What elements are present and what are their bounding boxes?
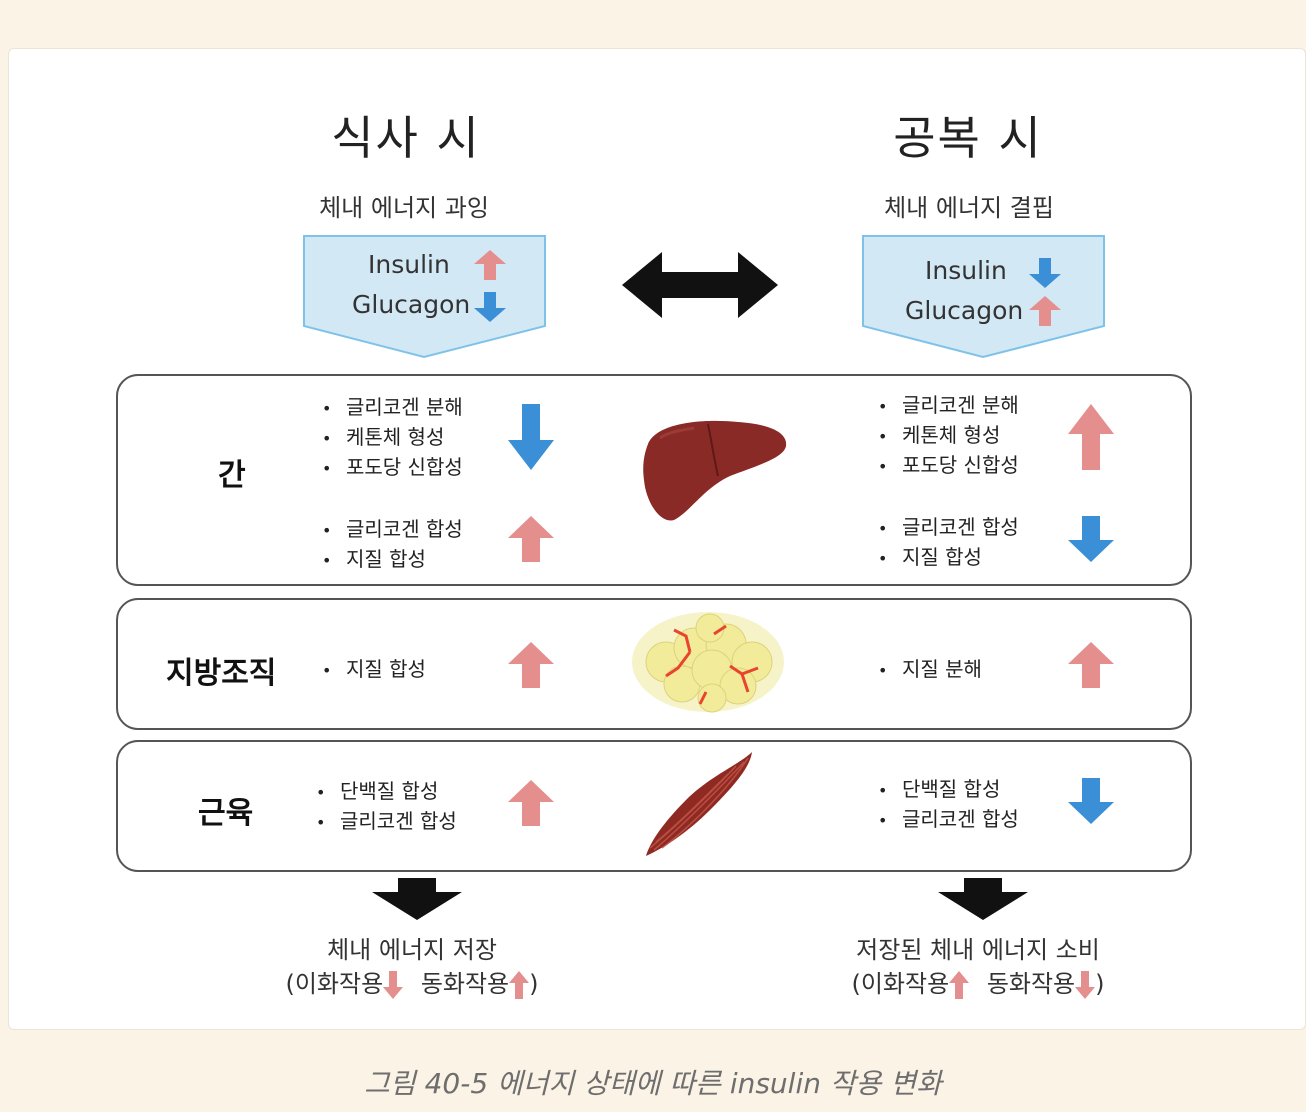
liver-fasting-list-1: 글리코겐 분해 케톤체 형성 포도당 신합성	[878, 390, 1019, 480]
adipose-fed-list: 지질 합성	[322, 654, 426, 684]
liver-fed-down-arrow-icon	[508, 404, 554, 470]
muscle-label: 근육	[198, 796, 254, 831]
fasting-state-title: 공복 시	[893, 111, 1043, 165]
list-item: 지질 합성	[878, 542, 1019, 572]
liver-label: 간	[218, 458, 246, 493]
list-item: 지질 합성	[322, 544, 463, 574]
fasting-result-arrow-icon	[938, 878, 1028, 920]
liver-fasting-up-arrow-icon	[1068, 404, 1114, 470]
liver-fasting-list-2: 글리코겐 합성 지질 합성	[878, 512, 1019, 572]
double-headed-arrow-icon	[622, 252, 778, 318]
fat-tissue-icon	[632, 612, 784, 713]
closing-paren: )	[529, 970, 539, 998]
liver-fed-list-1: 글리코겐 분해 케톤체 형성 포도당 신합성	[322, 392, 463, 482]
list-item: 포도당 신합성	[322, 452, 463, 482]
fasting-glucagon-label: Glucagon	[905, 296, 1024, 325]
anabolism-label: 동화작용	[420, 970, 510, 998]
fed-insulin-up-arrow-icon	[474, 250, 506, 280]
list-item: 글리코겐 분해	[322, 392, 463, 422]
adipose-fed-up-arrow-icon	[508, 642, 554, 688]
list-item: 글리코겐 합성	[316, 806, 457, 836]
catabolism-up-arrow-icon	[949, 971, 970, 999]
list-item: 지질 분해	[878, 654, 982, 684]
liver-fed-list-2: 글리코겐 합성 지질 합성	[322, 514, 463, 574]
fed-result-metabolism: (이화작용 동화작용)	[262, 964, 562, 999]
fasting-result-metabolism: (이화작용 동화작용)	[828, 964, 1128, 999]
list-item: 케톤체 형성	[878, 420, 1019, 450]
list-item: 글리코겐 합성	[322, 514, 463, 544]
list-item: 글리코겐 합성	[878, 512, 1019, 542]
fed-hormone-box: Insulin Glucagon	[302, 234, 548, 360]
adipose-fasting-up-arrow-icon	[1068, 642, 1114, 688]
liver-fasting-down-arrow-icon	[1068, 516, 1114, 562]
catabolism-down-arrow-icon	[383, 971, 404, 999]
muscle-icon	[646, 752, 752, 856]
list-item: 글리코겐 합성	[878, 804, 1019, 834]
muscle-fasting-down-arrow-icon	[1068, 778, 1114, 824]
muscle-fed-list: 단백질 합성 글리코겐 합성	[316, 776, 457, 836]
fed-state-subtitle: 체내 에너지 과잉	[319, 194, 489, 222]
muscle-fasting-list: 단백질 합성 글리코겐 합성	[878, 774, 1019, 834]
catabolism-label: (이화작용	[851, 970, 950, 998]
anabolism-down-arrow-icon	[1075, 971, 1096, 999]
anabolism-label: 동화작용	[986, 970, 1076, 998]
fed-result-arrow-icon	[372, 878, 462, 920]
fed-result-text: 체내 에너지 저장	[327, 936, 497, 964]
list-item: 단백질 합성	[878, 774, 1019, 804]
fasting-state-subtitle: 체내 에너지 결핍	[884, 194, 1054, 222]
list-item: 단백질 합성	[316, 776, 457, 806]
liver-fed-up-arrow-icon	[508, 516, 554, 562]
fasting-hormone-box: Insulin Glucagon	[861, 234, 1107, 360]
anabolism-up-arrow-icon	[509, 971, 530, 999]
list-item: 지질 합성	[322, 654, 426, 684]
liver-icon	[643, 420, 787, 521]
catabolism-label: (이화작용	[285, 970, 384, 998]
fasting-result-text: 저장된 체내 에너지 소비	[856, 936, 1100, 964]
list-item: 포도당 신합성	[878, 450, 1019, 480]
list-item: 케톤체 형성	[322, 422, 463, 452]
muscle-fed-up-arrow-icon	[508, 780, 554, 826]
figure-caption: 그림 40-5 에너지 상태에 따른 insulin 작용 변화	[364, 1067, 942, 1100]
fed-glucagon-label: Glucagon	[352, 290, 471, 319]
list-item: 글리코겐 분해	[878, 390, 1019, 420]
closing-paren: )	[1095, 970, 1105, 998]
fasting-insulin-down-arrow-icon	[1029, 258, 1061, 288]
adipose-fasting-list: 지질 분해	[878, 654, 982, 684]
fed-state-title: 식사 시	[331, 111, 481, 165]
fasting-glucagon-up-arrow-icon	[1029, 296, 1061, 326]
adipose-label: 지방조직	[166, 656, 277, 691]
fed-glucagon-down-arrow-icon	[474, 292, 506, 322]
fed-insulin-label: Insulin	[368, 250, 450, 279]
fasting-insulin-label: Insulin	[925, 256, 1007, 285]
